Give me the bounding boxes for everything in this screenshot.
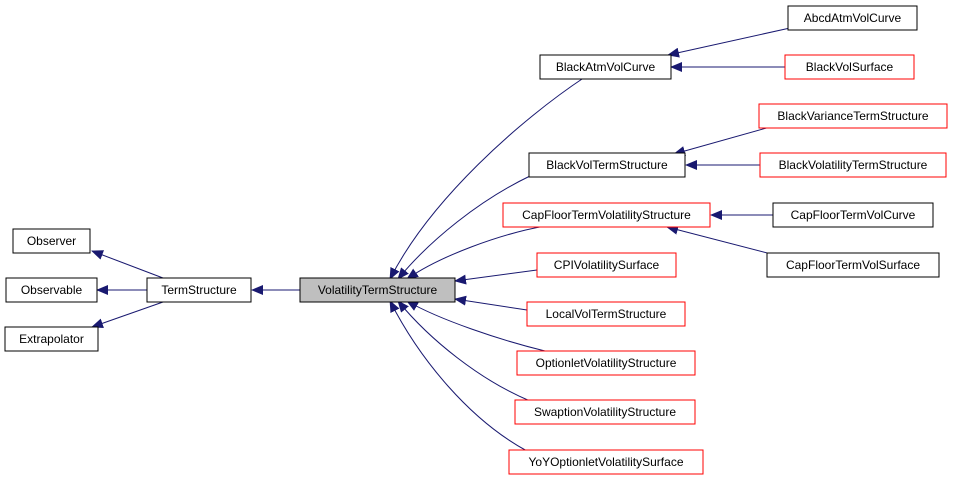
edge-cpivolatilitysurface-voltermstructure (454, 269, 538, 285)
node-blackvoltermstructure[interactable]: BlackVolTermStructure (528, 152, 686, 178)
svg-text:CapFloorTermVolCurve: CapFloorTermVolCurve (791, 208, 916, 222)
svg-text:OptionletVolatilityStructure: OptionletVolatilityStructure (536, 356, 677, 370)
svg-text:Observer: Observer (27, 234, 76, 248)
svg-text:YoYOptionletVolatilitySurface: YoYOptionletVolatilitySurface (529, 455, 684, 469)
node-extrapolator[interactable]: Extrapolator (4, 326, 99, 352)
node-abcdatmvolcurve[interactable]: AbcdAtmVolCurve (787, 5, 918, 31)
svg-text:TermStructure: TermStructure (161, 283, 237, 297)
node-observer[interactable]: Observer (12, 228, 91, 254)
svg-text:BlackAtmVolCurve: BlackAtmVolCurve (556, 60, 656, 74)
node-blackatmvolcurve[interactable]: BlackAtmVolCurve (539, 54, 672, 80)
svg-text:BlackVolTermStructure: BlackVolTermStructure (546, 158, 668, 172)
edge-yoyoptionletvolatilitysurface-voltermstructure (389, 300, 528, 452)
node-localvoltermstructure[interactable]: LocalVolTermStructure (526, 301, 686, 327)
edge-swaptionvolatilitystructure-voltermstructure (397, 300, 531, 402)
nodes-layer: Observer Observable Extrapolator TermStr… (4, 5, 948, 475)
node-blackvolatilitytermstructure[interactable]: BlackVolatilityTermStructure (759, 152, 947, 178)
svg-text:BlackVolSurface: BlackVolSurface (806, 60, 894, 74)
edges-layer (91, 27, 791, 452)
edge-termstructure-observer (91, 250, 164, 279)
node-volatilitytermstructure[interactable]: VolatilityTermStructure (299, 277, 456, 303)
node-blackvolsurface[interactable]: BlackVolSurface (784, 54, 915, 80)
edge-capfloortermvolatilitystructure-voltermstructure (406, 225, 546, 280)
svg-text:BlackVarianceTermStructure: BlackVarianceTermStructure (777, 109, 928, 123)
node-capfloortermvolsurface[interactable]: CapFloorTermVolSurface (766, 252, 940, 278)
node-yoyoptionletvolatilitysurface[interactable]: YoYOptionletVolatilitySurface (508, 449, 704, 475)
svg-text:VolatilityTermStructure: VolatilityTermStructure (318, 283, 438, 297)
svg-text:SwaptionVolatilityStructure: SwaptionVolatilityStructure (534, 405, 676, 419)
svg-text:CapFloorTermVolatilityStructur: CapFloorTermVolatilityStructure (522, 208, 691, 222)
svg-text:BlackVolatilityTermStructure: BlackVolatilityTermStructure (779, 158, 928, 172)
edge-blackvariancetermstructure-blackvoltermstructure (673, 126, 771, 156)
svg-text:Extrapolator: Extrapolator (19, 332, 84, 346)
node-termstructure[interactable]: TermStructure (146, 277, 252, 303)
edge-termstructure-extrapolator (91, 301, 164, 329)
node-cpivolatilitysurface[interactable]: CPIVolatilitySurface (536, 252, 677, 278)
node-capfloortermvolcurve[interactable]: CapFloorTermVolCurve (772, 202, 934, 228)
edge-capfloortermvolsurface-capfloortermvolatilitystructure (666, 224, 776, 256)
node-optionletvolatilitystructure[interactable]: OptionletVolatilityStructure (516, 350, 696, 376)
svg-text:LocalVolTermStructure: LocalVolTermStructure (546, 307, 667, 321)
svg-text:Observable: Observable (21, 283, 83, 297)
node-swaptionvolatilitystructure[interactable]: SwaptionVolatilityStructure (514, 399, 696, 425)
node-capfloortermvolatilitystructure[interactable]: CapFloorTermVolatilityStructure (502, 202, 711, 228)
node-blackvariancetermstructure[interactable]: BlackVarianceTermStructure (758, 103, 948, 129)
edge-abcdatmvolcurve-blackatmvolcurve (667, 27, 791, 58)
svg-text:CapFloorTermVolSurface: CapFloorTermVolSurface (786, 258, 920, 272)
edge-blackvoltermstructure-voltermstructure (397, 175, 531, 280)
node-observable[interactable]: Observable (5, 277, 98, 303)
edge-localvoltermstructure-voltermstructure (454, 295, 528, 311)
svg-text:CPIVolatilitySurface: CPIVolatilitySurface (554, 258, 660, 272)
svg-text:AbcdAtmVolCurve: AbcdAtmVolCurve (804, 11, 902, 25)
edge-optionletvolatilitystructure-voltermstructure (406, 300, 546, 352)
edge-blackatmvolcurve-voltermstructure (389, 76, 586, 280)
